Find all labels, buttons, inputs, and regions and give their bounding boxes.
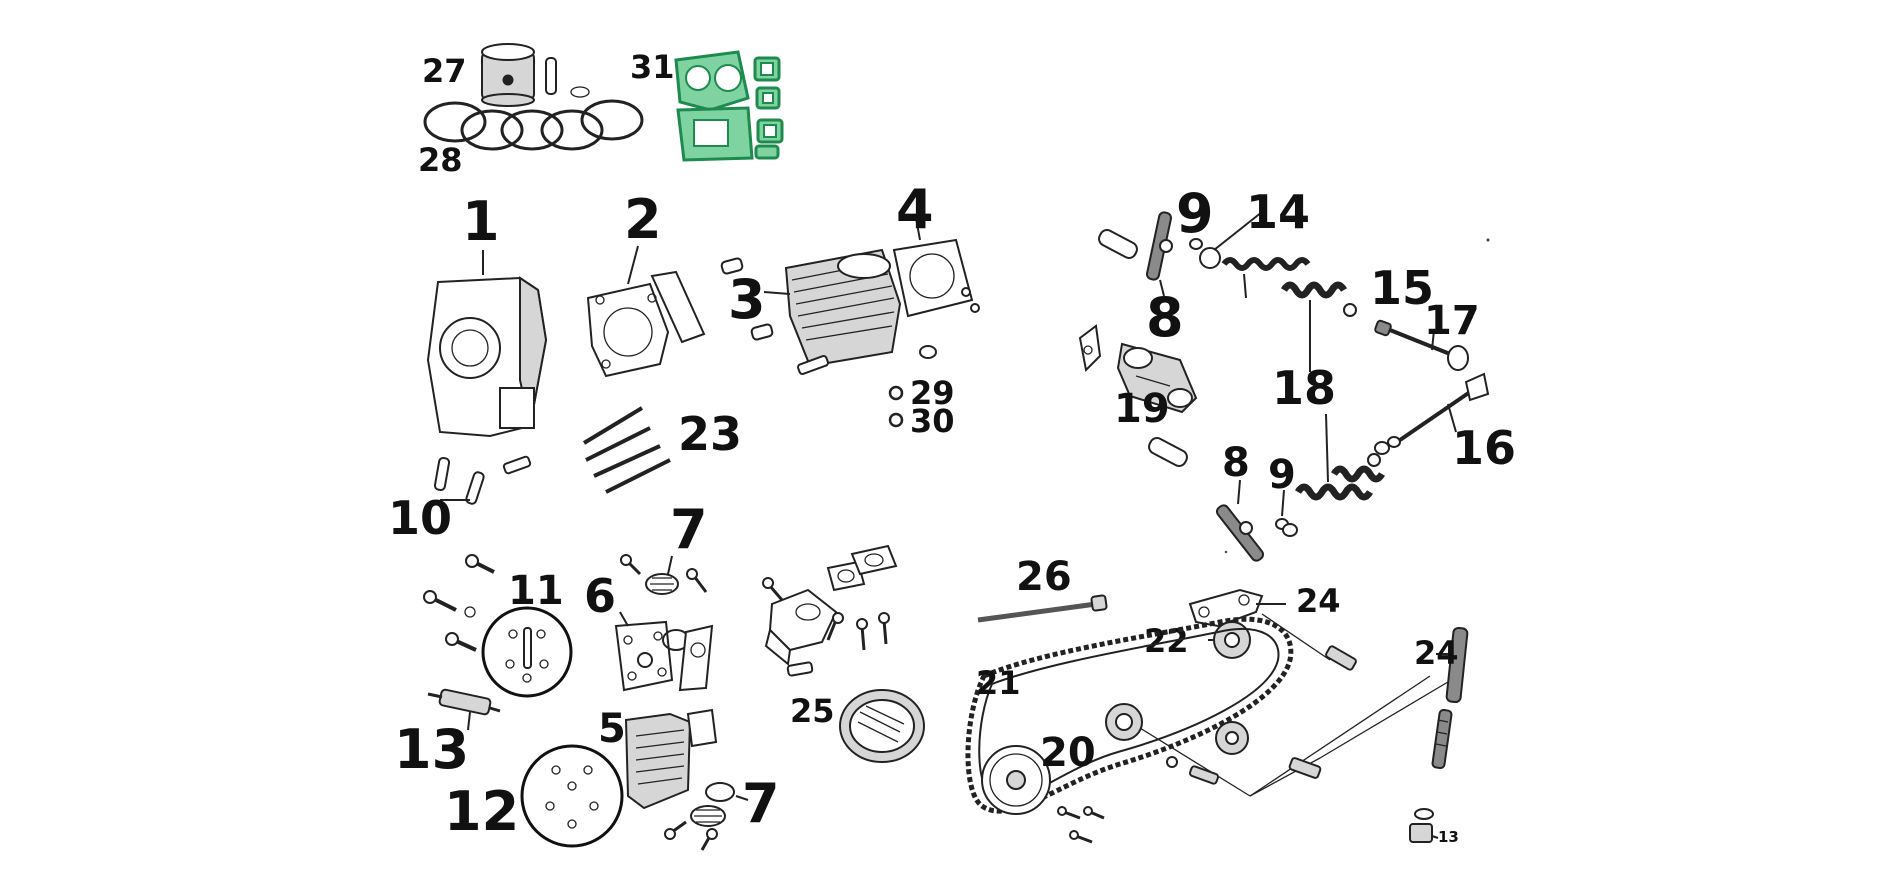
drain-plug bbox=[1409, 808, 1439, 843]
label-28: 28 bbox=[418, 141, 463, 179]
rocker-arm-upper bbox=[1098, 211, 1173, 297]
label-20: 20 bbox=[1040, 730, 1096, 776]
tappet-cap-lower bbox=[664, 782, 749, 851]
speck bbox=[1486, 238, 1490, 242]
label-16: 16 bbox=[1452, 421, 1516, 475]
head-gasket bbox=[586, 245, 706, 378]
label-3: 3 bbox=[728, 268, 766, 331]
long-bolt bbox=[977, 594, 1108, 623]
label-17: 17 bbox=[1424, 298, 1480, 344]
label-23: 23 bbox=[678, 407, 742, 461]
valve-springs-upper bbox=[1221, 257, 1357, 372]
label-8-lower: 8 bbox=[1222, 440, 1250, 486]
label-2: 2 bbox=[624, 188, 662, 251]
label-12: 12 bbox=[444, 780, 519, 843]
label-24-lower: 24 bbox=[1414, 634, 1459, 672]
intake-manifold bbox=[762, 544, 898, 677]
bolts-cluster-left bbox=[423, 554, 495, 652]
label-18: 18 bbox=[1272, 361, 1336, 415]
camshaft bbox=[1078, 324, 1198, 414]
valve-intake bbox=[1374, 319, 1469, 371]
label-5: 5 bbox=[598, 706, 626, 752]
label-13-small: 13 bbox=[1438, 828, 1459, 846]
label-27: 27 bbox=[422, 52, 467, 90]
tappet-cap-upper bbox=[620, 554, 708, 595]
label-10: 10 bbox=[388, 491, 452, 545]
label-31: 31 bbox=[630, 48, 675, 86]
assembly-lines bbox=[1057, 675, 1459, 844]
label-19: 19 bbox=[1114, 386, 1170, 432]
rocker-arm-lower bbox=[1215, 479, 1298, 562]
chain-rollers bbox=[1105, 703, 1249, 755]
label-14: 14 bbox=[1246, 185, 1310, 239]
label-30: 30 bbox=[910, 402, 955, 440]
valve-cotter-upper bbox=[1189, 211, 1263, 269]
base-gasket bbox=[892, 217, 980, 359]
tensioner-cover bbox=[614, 611, 714, 692]
valve-springs-lower bbox=[1148, 413, 1386, 501]
valve-cover-right bbox=[520, 744, 624, 848]
label-26: 26 bbox=[1016, 554, 1072, 600]
air-filter bbox=[839, 689, 925, 763]
cam-sprocket bbox=[1208, 621, 1251, 659]
label-15: 15 bbox=[1370, 261, 1434, 315]
tensioner-shaft bbox=[1431, 626, 1469, 770]
label-7-lower: 7 bbox=[742, 772, 780, 835]
tensioner-bracket bbox=[1188, 588, 1357, 671]
label-9-lower: 9 bbox=[1268, 452, 1296, 498]
cylinder-block bbox=[720, 248, 902, 375]
label-25: 25 bbox=[790, 692, 835, 730]
label-9-upper: 9 bbox=[1176, 182, 1214, 245]
valve-cover-left bbox=[481, 606, 573, 698]
label-7-upper: 7 bbox=[670, 498, 708, 561]
dowel-pins bbox=[433, 455, 532, 505]
label-24-upper: 24 bbox=[1296, 582, 1341, 620]
crank-sprocket bbox=[981, 745, 1051, 815]
label-13: 13 bbox=[394, 718, 469, 781]
spark-plug bbox=[427, 688, 501, 731]
label-8-upper: 8 bbox=[1146, 286, 1184, 349]
speck bbox=[1224, 550, 1228, 554]
gasket-set bbox=[674, 50, 784, 162]
label-29: 29 bbox=[910, 374, 955, 412]
label-6: 6 bbox=[584, 569, 616, 623]
piston-kit bbox=[481, 43, 590, 107]
label-21: 21 bbox=[976, 664, 1021, 702]
label-4: 4 bbox=[896, 178, 934, 241]
cylinder-head bbox=[426, 250, 548, 438]
label-1: 1 bbox=[462, 190, 500, 253]
piston-rings bbox=[423, 99, 644, 151]
valve-exhaust bbox=[1374, 372, 1490, 455]
cylinder-studs bbox=[582, 406, 671, 494]
head-side-cover bbox=[624, 708, 718, 810]
o-rings bbox=[888, 385, 904, 428]
label-11: 11 bbox=[508, 568, 564, 614]
